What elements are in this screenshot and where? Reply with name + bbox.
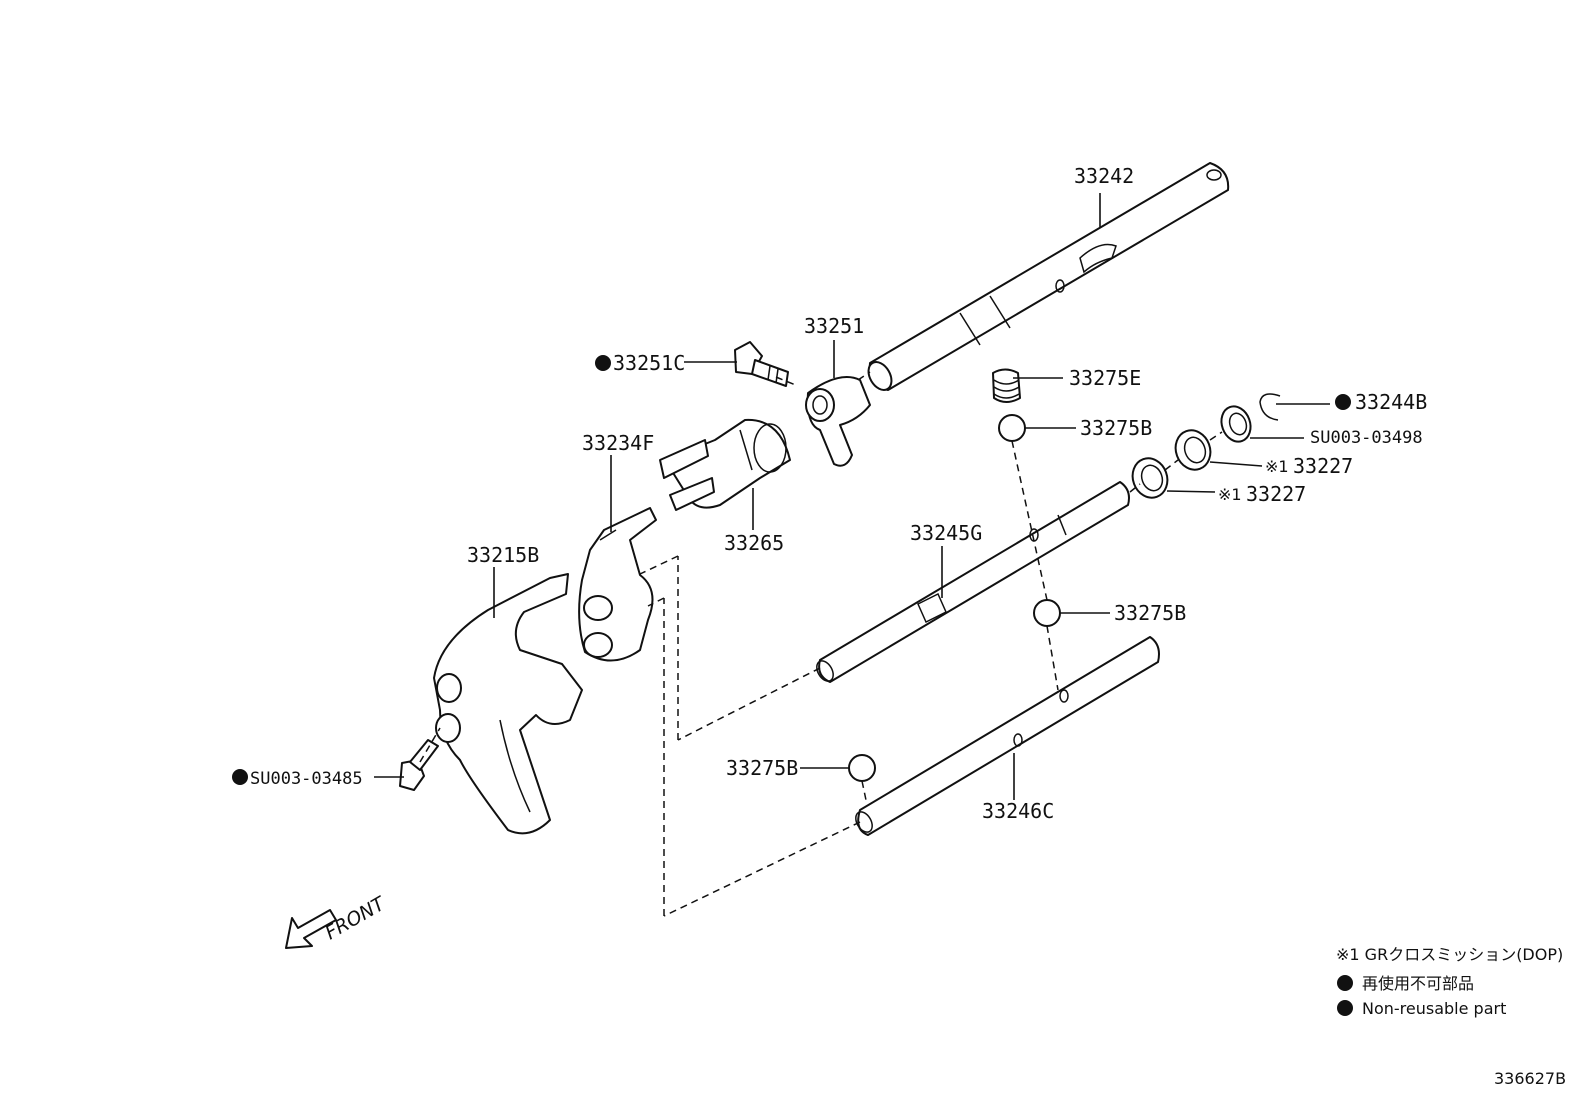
label-33227-b: 33227 [1246,482,1306,506]
label-SU003-03485: SU003-03485 [250,769,363,789]
legend-nonreusable-jp: 再使用不可部品 [1362,974,1474,993]
ball-33275B-low [848,754,876,782]
label-33244B: 33244B [1355,390,1427,414]
label-33245G: 33245G [910,521,982,545]
nonreusable-dot-33244B [1335,394,1351,410]
legend-note-1: ※1 GRクロスミッション(DOP) [1336,945,1563,964]
bolt-33251C [734,341,789,387]
legend: ※1 GRクロスミッション(DOP) 再使用不可部品 Non-reusable … [1336,945,1563,1018]
label-33242: 33242 [1074,164,1134,188]
clip-33244B [1259,393,1281,421]
label-33251: 33251 [804,314,864,338]
shaft-33242 [867,162,1230,391]
legend-nonreusable-en: Non-reusable part [1362,999,1506,1018]
alignment-lines [419,371,1223,917]
label-33215B: 33215B [467,543,539,567]
legend-dot-en [1337,1000,1353,1016]
front-arrow: FRONT [285,892,390,949]
label-33251C: 33251C [613,351,685,375]
label-33275B-top: 33275B [1080,416,1152,440]
label-33275B-mid: 33275B [1114,601,1186,625]
legend-dot-jp [1337,975,1353,991]
fork-33215B [433,573,583,835]
label-33275B-low: 33275B [726,756,798,780]
label-33265: 33265 [724,531,784,555]
leader-lines [374,193,1330,800]
label-33234F: 33234F [582,431,654,455]
label-SU003-03498: SU003-03498 [1310,428,1423,448]
spring-33275E [992,368,1021,403]
washer-SU003-03498 [1220,405,1252,443]
ring-33227-a [1174,429,1212,471]
shaft-33246C [855,636,1160,836]
ball-33275B-top [998,414,1026,442]
label-33246C: 33246C [982,799,1054,823]
nonreusable-dot-SU003-03485 [232,769,248,785]
sleeve-33265 [659,418,791,511]
figure-id: 336627B [1494,1069,1566,1088]
bracket-33234F [578,507,657,662]
label-33227-a: 33227 [1293,454,1353,478]
nonreusable-dot-33251C [595,355,611,371]
label-33227-b-prefix: ※1 [1218,485,1242,504]
bolt-SU003-03485 [399,739,439,791]
front-label: FRONT [322,892,390,944]
ring-33227-b [1131,457,1169,499]
lever-33251 [805,376,871,467]
label-33275E: 33275E [1069,366,1141,390]
ball-33275B-mid [1033,599,1061,627]
label-33227-a-prefix: ※1 [1265,457,1289,476]
shaft-33245G [816,481,1130,683]
